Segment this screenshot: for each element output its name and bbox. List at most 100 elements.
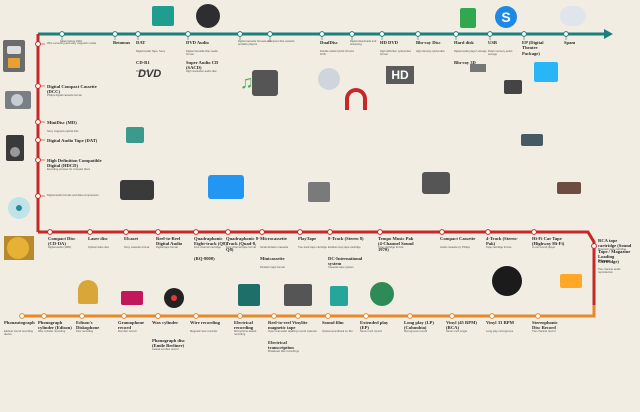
entry-title: Hard disk xyxy=(454,40,474,45)
record-sleeve-icon xyxy=(4,236,34,260)
entry-title: Microcassette xyxy=(260,236,287,241)
entry-description: Lateral cut disc record xyxy=(152,348,179,351)
timeline-node xyxy=(35,157,41,163)
transistor-radio-icon xyxy=(330,286,348,306)
entry-title: USB xyxy=(488,40,497,45)
timeline-node xyxy=(87,229,93,235)
timeline-node xyxy=(35,83,41,89)
cassette-small-icon xyxy=(560,274,582,288)
entry-title: Electrical recording xyxy=(234,320,254,331)
entry-title: Elcaset xyxy=(124,236,139,241)
timeline-node xyxy=(489,313,495,319)
timeline-node xyxy=(47,229,53,235)
entry-description: Wire recording and early magnetic media xyxy=(47,42,96,45)
entry-extra-description: Broadcast disc recordings xyxy=(268,350,299,353)
timeline-node xyxy=(531,229,537,235)
timeline-node xyxy=(377,229,383,235)
timeline-node xyxy=(363,313,369,319)
entry-title: Digital Compact Cassette (DCC) xyxy=(47,84,97,95)
entry-title: DAT xyxy=(136,40,146,45)
entry-title: Extended play (EP) xyxy=(360,320,389,331)
timeline-node xyxy=(349,31,355,37)
timeline-node xyxy=(79,313,85,319)
entry-extra-description: Two channel audio reproduction xyxy=(598,268,621,275)
timeline-node xyxy=(112,31,118,37)
entry-title: Reel-to-Reel Digital Audio xyxy=(156,236,183,247)
entry-description: Digital audio (1982) xyxy=(48,246,72,249)
timeline-top-arrow xyxy=(604,29,613,39)
entry-description: Sony magneto-optical disc xyxy=(47,130,79,133)
cassette-deck-icon xyxy=(3,40,25,72)
entry-description: Magnetic wire recorder xyxy=(190,330,218,333)
timeline-node xyxy=(327,229,333,235)
entry-description: Optical video disc xyxy=(88,246,110,249)
entry-title: EP (Digital Theatre Package) xyxy=(522,40,544,56)
entry-description: Wax cylinder recording xyxy=(38,330,66,333)
timeline-node xyxy=(487,31,493,37)
entry-extra-title: Stereo xyxy=(598,258,611,263)
timeline-node xyxy=(521,31,527,37)
entry-extra-title: Electrical transcription xyxy=(268,340,294,351)
entry-description: Seven inch single xyxy=(446,330,468,333)
entry-title: Compact Disc (CD-DA) xyxy=(48,236,76,247)
entry-title: Sound film xyxy=(322,320,344,325)
records-stack-icon xyxy=(121,291,143,305)
timeline-node xyxy=(485,229,491,235)
timeline-node xyxy=(453,31,459,37)
entry-title: High Definition Compatible Digital (HDCD… xyxy=(47,158,102,169)
dvd-logo-icon: DVD xyxy=(138,68,162,80)
entry-title: Wax cylinder xyxy=(152,320,179,325)
entry-title: Digital Audio Tape (DAT) xyxy=(47,138,98,143)
timeline-node xyxy=(325,313,331,319)
entry-description: Four channel cartridge xyxy=(194,246,221,249)
entry-description: Double-sided hybrid CD and DVD xyxy=(320,50,354,57)
entry-title: DualDisc xyxy=(320,40,338,45)
entry-title: Compact Cassette xyxy=(440,236,476,241)
entry-description: Small dictation cassette xyxy=(260,246,289,249)
timeline-node xyxy=(185,31,191,37)
music-notes-icon: ♫ xyxy=(240,72,254,92)
entry-description: Seven inch record xyxy=(360,330,382,333)
entry-description: Encoding process for compact discs xyxy=(47,168,91,171)
radio-icon xyxy=(120,180,154,200)
users-network-icon xyxy=(504,80,522,94)
timeline-node xyxy=(155,313,161,319)
timeline-node xyxy=(35,193,41,199)
skype-icon: S xyxy=(495,6,517,28)
disc-music-icon xyxy=(8,197,30,219)
gramophone-icon xyxy=(78,280,98,304)
timeline-bottom-line xyxy=(20,305,596,318)
entry-description: Microphone-based recording xyxy=(234,330,257,337)
timeline-node xyxy=(237,313,243,319)
entry-description: Digital audio formats and data compressi… xyxy=(47,194,99,197)
timeline-node xyxy=(379,31,385,37)
entry-description: Two channel record xyxy=(532,330,556,333)
timeline-node xyxy=(439,229,445,235)
entry-title: Quadraphonic 8-Track (Quad-8, Q8) xyxy=(226,236,260,252)
tape-recorder-icon xyxy=(126,127,144,143)
timeline-node xyxy=(35,137,41,143)
entry-extra-description: High resolution audio disc xyxy=(186,70,217,73)
reel-recorder-icon xyxy=(284,284,312,306)
portable-radio-icon xyxy=(208,175,244,199)
entry-description: High density optical disc xyxy=(416,50,445,53)
entry-title: Quadraphonic Eight-track (Q8) xyxy=(194,236,227,247)
entry-title: DVD Audio xyxy=(186,40,209,45)
entry-extra-description: DVD-Video xyxy=(136,70,150,73)
entry-description: Digital audio player storage xyxy=(454,50,487,53)
timeline-node xyxy=(59,31,65,37)
timeline-node xyxy=(19,313,25,319)
entry-title: Phonograph disc (Emile Berliner) xyxy=(152,338,186,349)
film-strip-icon xyxy=(152,6,174,26)
timeline-node xyxy=(295,313,301,319)
entry-description: Tape cartridge format xyxy=(486,246,512,249)
entry-extra-title: Minicassette xyxy=(260,256,285,261)
entry-title: Vinyl (45 RPM) (RCA) xyxy=(446,320,477,331)
timeline-node xyxy=(267,31,273,37)
entry-extra-title: Blu-ray 3D xyxy=(454,60,476,65)
timeline-node xyxy=(135,31,141,37)
timeline-node xyxy=(297,229,303,235)
entry-description: Two-track tape cartridge xyxy=(298,246,327,249)
timeline-node xyxy=(193,313,199,319)
